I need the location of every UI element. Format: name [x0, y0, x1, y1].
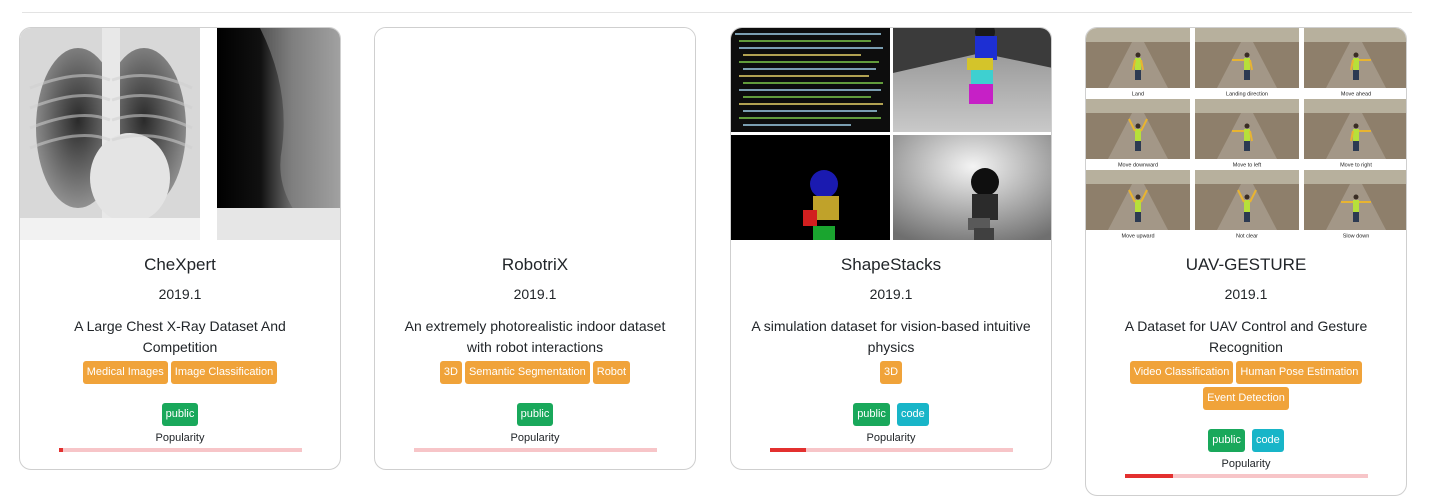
thumbnail-chexpert[interactable]	[20, 28, 340, 240]
popularity-label: Popularity	[866, 432, 916, 444]
gesture-caption: Move downward	[1118, 163, 1158, 169]
popularity-bar	[58, 448, 302, 452]
gesture-frame: Landing direction	[1195, 28, 1299, 98]
tag-badge[interactable]: 3D	[439, 361, 462, 384]
dataset-year: 2019.1	[1224, 286, 1268, 302]
public-badge[interactable]: public	[1208, 429, 1245, 452]
gesture-caption: Move upward	[1121, 234, 1154, 240]
tag-list: Video Classification Human Pose Estimati…	[1086, 361, 1406, 410]
popularity-bar-fill	[769, 448, 806, 452]
popularity-label: Popularity	[155, 432, 205, 444]
chest-xray-image	[20, 28, 340, 240]
tag-badge[interactable]: Video Classification	[1129, 361, 1234, 384]
code-badge[interactable]: code	[1251, 429, 1284, 452]
gesture-frame: Slow down	[1304, 170, 1406, 240]
dataset-description: A simulation dataset for vision-based in…	[751, 318, 1031, 355]
gesture-frame: Move ahead	[1304, 28, 1406, 98]
top-divider	[22, 12, 1412, 13]
tag-list: 3D Semantic Segmentation Robot	[375, 361, 695, 384]
tag-list: 3D	[731, 361, 1051, 384]
dataset-description: A Large Chest X-Ray Dataset And Competit…	[74, 318, 286, 355]
popularity-bar	[1124, 474, 1368, 478]
access-badges: public	[375, 403, 695, 426]
popularity-bar	[769, 448, 1013, 452]
dataset-title[interactable]: UAV-GESTURE	[1185, 255, 1307, 274]
tag-badge[interactable]: Image Classification	[170, 361, 278, 384]
dataset-title[interactable]: ShapeStacks	[840, 255, 942, 274]
gesture-caption: Move ahead	[1341, 92, 1371, 98]
code-badge[interactable]: code	[896, 403, 929, 426]
access-badges: public	[20, 403, 340, 426]
popularity-bar	[413, 448, 657, 452]
tag-list: Medical Images Image Classification	[20, 361, 340, 384]
gesture-caption: Move to right	[1340, 163, 1372, 169]
gesture-caption: Landing direction	[1226, 92, 1268, 98]
popularity-label: Popularity	[510, 432, 560, 444]
dataset-title[interactable]: CheXpert	[144, 255, 216, 274]
dataset-card-chexpert[interactable]: CheXpert 2019.1 A Large Chest X-Ray Data…	[19, 27, 341, 470]
gesture-frame: Move to right	[1304, 99, 1406, 169]
tag-badge[interactable]: Medical Images	[82, 361, 168, 384]
tag-badge[interactable]: Semantic Segmentation	[464, 361, 590, 384]
dataset-title[interactable]: RobotriX	[501, 255, 569, 274]
gesture-frame: Move upward	[1086, 170, 1190, 240]
tag-badge[interactable]: Robot	[592, 361, 631, 384]
gesture-caption: Move to left	[1233, 163, 1262, 169]
public-badge[interactable]: public	[161, 403, 199, 426]
gesture-frame: Move to left	[1195, 99, 1299, 169]
thumbnail-shapestacks[interactable]	[731, 28, 1051, 240]
gesture-frame: Land	[1086, 28, 1190, 98]
tag-badge[interactable]: Event Detection	[1203, 387, 1289, 410]
popularity-bar-fill	[58, 448, 64, 452]
popularity-bar-fill	[1124, 474, 1174, 478]
dataset-description: A Dataset for UAV Control and Gesture Re…	[1124, 318, 1368, 355]
popularity-label: Popularity	[1221, 458, 1271, 470]
gesture-caption: Slow down	[1343, 234, 1370, 240]
gesture-caption: Land	[1132, 92, 1144, 98]
access-badges: public code	[1086, 429, 1406, 452]
dataset-year: 2019.1	[869, 286, 913, 302]
dataset-year: 2019.1	[513, 286, 557, 302]
public-badge[interactable]: public	[516, 403, 554, 426]
gesture-frame: Not clear	[1195, 170, 1299, 240]
dataset-card-robotrix[interactable]: RobotriX 2019.1 An extremely photorealis…	[374, 27, 696, 470]
shapestacks-image	[731, 28, 1051, 240]
thumbnail-robotrix[interactable]	[375, 28, 695, 240]
dataset-year: 2019.1	[158, 286, 202, 302]
tag-badge[interactable]: Human Pose Estimation	[1236, 361, 1363, 384]
gesture-caption: Not clear	[1236, 234, 1258, 240]
tag-badge[interactable]: 3D	[879, 361, 903, 384]
dataset-card-shapestacks[interactable]: ShapeStacks 2019.1 A simulation dataset …	[730, 27, 1052, 470]
dataset-description: An extremely photorealistic indoor datas…	[404, 318, 666, 355]
public-badge[interactable]: public	[853, 403, 890, 426]
access-badges: public code	[731, 403, 1051, 426]
gesture-frame: Move downward	[1086, 99, 1190, 169]
